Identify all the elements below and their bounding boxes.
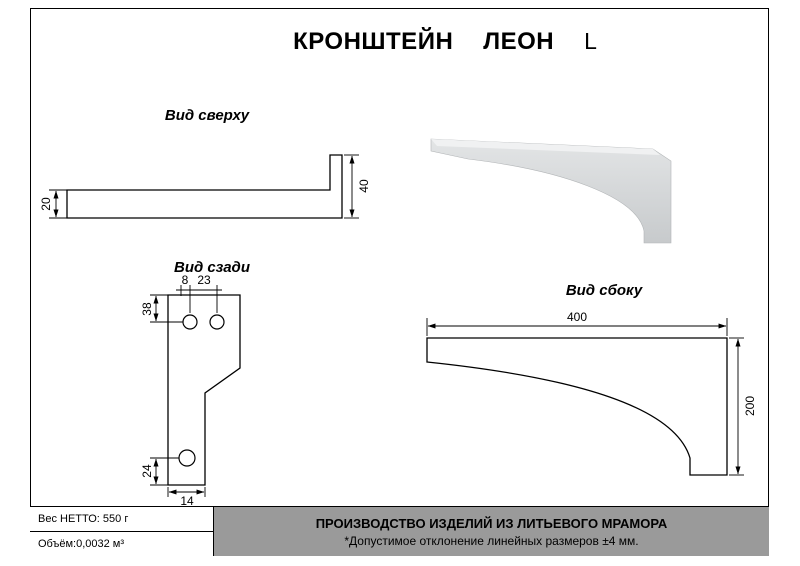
dim-hole-edge-offset: 8 — [182, 273, 189, 287]
dim-end-depth: 40 — [357, 179, 371, 193]
side-view-drawing: 400 200 — [426, 310, 757, 476]
dimension-lines — [49, 154, 359, 219]
dim-bottom-width: 14 — [180, 494, 194, 508]
dimension-lines — [150, 285, 222, 497]
dim-length: 400 — [567, 310, 587, 324]
render-image — [430, 138, 672, 244]
product-name: КРОНШТЕЙН — [293, 28, 454, 55]
variant-letter: L — [584, 28, 597, 54]
dim-hole-to-bottom: 24 — [140, 464, 154, 478]
model-name: ЛЕОН — [483, 28, 555, 55]
dim-height: 200 — [743, 396, 757, 416]
spec-cells: Вес НЕТТО: 550 г Объём:0,0032 м³ — [30, 507, 214, 556]
top-view-outline — [66, 154, 343, 219]
rear-view-label: Вид сзади — [174, 259, 250, 276]
side-view-label: Вид сбоку — [566, 282, 643, 299]
tolerance-text: *Допустимое отклонение линейных размеров… — [344, 533, 639, 548]
dim-top-to-hole: 38 — [140, 302, 154, 316]
net-weight-text: Вес НЕТТО: 550 г — [38, 513, 129, 525]
mounting-hole — [178, 449, 196, 467]
top-view-label: Вид сверху — [165, 107, 250, 124]
side-view-outline — [426, 337, 728, 476]
volume-cell: Объём:0,0032 м³ — [30, 532, 213, 556]
net-weight-cell: Вес НЕТТО: 550 г — [30, 507, 213, 532]
volume-text: Объём:0,0032 м³ — [38, 538, 125, 550]
dimension-lines — [426, 318, 744, 476]
render-body — [430, 138, 672, 244]
production-text: ПРОИЗВОДСТВО ИЗДЕЛИЙ ИЗ ЛИТЬЕВОГО МРАМОР… — [315, 515, 668, 531]
dim-bar-depth: 20 — [39, 197, 53, 211]
dim-hole-spacing: 23 — [197, 273, 211, 287]
rear-view-drawing: 8 23 38 24 14 — [140, 273, 241, 508]
top-view-drawing: 20 40 — [39, 154, 371, 219]
title-block: Вес НЕТТО: 550 г Объём:0,0032 м³ ПРОИЗВО… — [30, 506, 769, 556]
drawing-title: КРОНШТЕЙН ЛЕОН L — [30, 28, 770, 56]
production-banner: ПРОИЗВОДСТВО ИЗДЕЛИЙ ИЗ ЛИТЬЕВОГО МРАМОР… — [214, 507, 769, 556]
render-top-face — [431, 139, 660, 155]
mounting-hole — [182, 314, 198, 330]
mounting-hole — [209, 314, 225, 330]
